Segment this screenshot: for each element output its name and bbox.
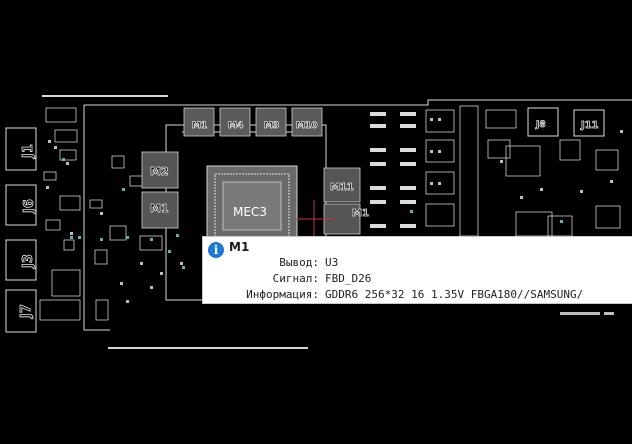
header-j11[interactable]: J11 [573, 109, 605, 137]
memory-left-label-1: M2 [150, 165, 169, 178]
vrm-pads [370, 112, 416, 242]
connector-j1[interactable]: J1 [5, 127, 37, 171]
tooltip-row-info: Информация: GDDR6 256*32 16 1.35V FBGA180… [203, 288, 583, 301]
gpu-label: MEC3 [233, 205, 267, 219]
crosshair-cursor [296, 200, 334, 238]
tooltip-title: M1 [229, 240, 250, 254]
memory-right-label-1: M11 [330, 182, 354, 193]
connector-j3[interactable]: J3 [5, 239, 37, 281]
memory-top-label-4: M10 [296, 121, 317, 131]
teal-traces [62, 158, 563, 269]
tooltip-row-pin: Вывод: U3 [203, 256, 338, 269]
memory-top-label-1: M1 [192, 121, 207, 131]
memory-top-label-3: M3 [264, 121, 279, 131]
connector-j6-label: J6 [22, 199, 37, 214]
connector-j6[interactable]: J6 [5, 184, 37, 226]
header-j8[interactable]: J8 [527, 107, 559, 137]
connector-j7[interactable]: J7 [5, 289, 37, 333]
component-info-tooltip: i M1 Вывод: U3 Сигнал: FBD_D26 Информация:… [202, 236, 632, 304]
tooltip-row-signal-value: FBD_D26 [325, 272, 372, 285]
vrm-dots [430, 118, 623, 199]
tooltip-row-info-value: GDDR6 256*32 16 1.35V FBGA180//SAMSUNG/ [325, 288, 584, 301]
memory-right-label-2: M1 [352, 208, 369, 219]
header-j11-label: J11 [580, 120, 599, 131]
memory-left-column[interactable] [141, 151, 179, 229]
gpu-chip[interactable] [206, 165, 298, 247]
memory-top-row[interactable] [183, 107, 323, 137]
header-j8-label: J8 [535, 120, 546, 130]
tooltip-row-info-key: Информация: [246, 288, 319, 301]
connector-j7-label: J7 [19, 304, 34, 319]
tooltip-row-pin-value: U3 [325, 256, 339, 269]
tooltip-row-pin-key: Вывод: [279, 256, 319, 269]
tooltip-row-signal-key: Сигнал: [272, 272, 319, 285]
connector-j3-label: J3 [21, 254, 36, 269]
memory-top-labels: M1 M4 M3 M10 [192, 121, 318, 132]
tooltip-row-signal: Сигнал: FBD_D26 [203, 272, 372, 285]
connector-j1-label: J1 [21, 144, 36, 159]
left-components [39, 107, 163, 321]
memory-left-label-2: M1 [150, 202, 169, 215]
memory-top-label-2: M4 [228, 121, 243, 131]
info-icon: i [208, 242, 224, 258]
bottom-right-components [560, 312, 614, 315]
left-component-dots [46, 140, 183, 303]
memory-right-column[interactable] [323, 167, 361, 235]
